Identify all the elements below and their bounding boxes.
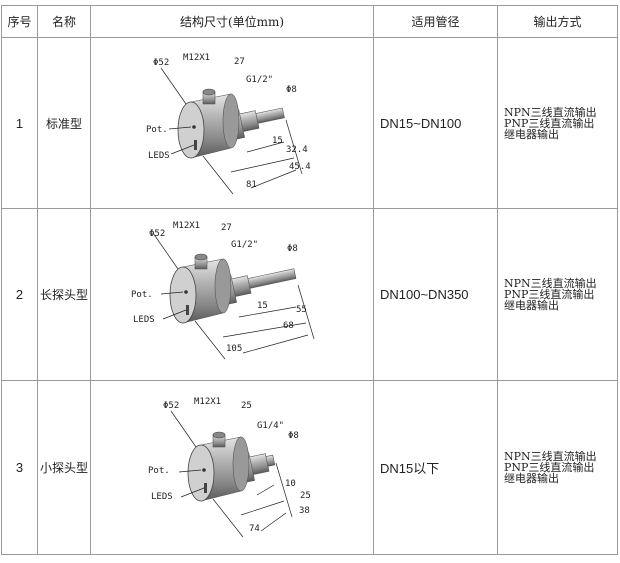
sensor-body xyxy=(177,88,285,159)
sensor-drawing: Φ52 M12X1 27 G1/2" Φ8 Pot. LEDS 15 32.4 … xyxy=(146,53,311,195)
dim-connector: M12X1 xyxy=(173,221,200,231)
dim-connector: M12X1 xyxy=(183,53,210,63)
dim-diameter: Φ52 xyxy=(153,58,169,68)
label-leds: LEDS xyxy=(133,315,155,325)
header-row: 序号 名称 结构尺寸(单位mm) 适用管径 输出方式 xyxy=(1,5,618,38)
output-npn: NPN三线直流输出 xyxy=(504,277,597,290)
pipe-size: DN15~DN100 xyxy=(373,37,498,209)
spec-table: 序号 名称 结构尺寸(单位mm) 适用管径 输出方式 1 标准型 Φ52 M12… xyxy=(1,5,618,555)
label-pot: Pot. xyxy=(131,290,153,300)
table-row: 1 标准型 Φ52 M12X1 27 G1/2" Φ8 Pot. LEDS 15… xyxy=(1,37,618,209)
label-leds: LEDS xyxy=(148,151,170,161)
dim-probe: Φ8 xyxy=(288,431,299,441)
header-name: 名称 xyxy=(37,5,91,38)
header-no: 序号 xyxy=(1,5,38,38)
output-npn: NPN三线直流输出 xyxy=(504,450,597,463)
sensor-drawing: Φ52 M12X1 25 G1/4" Φ8 Pot. LEDS 10 25 38… xyxy=(148,397,311,538)
pipe-size: DN100~DN350 xyxy=(373,208,498,381)
header-dimensions: 结构尺寸(单位mm) xyxy=(90,5,374,38)
dim-1: 15 xyxy=(272,136,283,146)
dim-probe: Φ8 xyxy=(286,85,297,95)
label-pot: Pot. xyxy=(146,125,168,135)
dim-connector: M12X1 xyxy=(194,397,221,407)
table-row: 3 小探头型 Φ52 M12X1 25 G1/4" Φ8 Pot. LEDS 1… xyxy=(1,380,618,555)
dimension-lines xyxy=(160,67,303,195)
dim-4: 81 xyxy=(246,180,257,190)
row-number: 1 xyxy=(1,37,38,209)
dim-2: 25 xyxy=(300,491,311,501)
dim-2: 32.4 xyxy=(286,145,308,155)
drawing-cell: Φ52 M12X1 25 G1/4" Φ8 Pot. LEDS 10 25 38… xyxy=(90,380,374,555)
dim-1: 15 xyxy=(257,301,268,311)
dim-1: 10 xyxy=(285,479,296,489)
dim-2: 55 xyxy=(296,305,307,315)
output-relay: 继电器输出 xyxy=(504,299,559,312)
dim-4: 74 xyxy=(249,524,260,534)
output-pnp: PNP三线直流输出 xyxy=(504,288,595,301)
output-pnp: PNP三线直流输出 xyxy=(504,116,595,130)
dim-diameter: Φ52 xyxy=(163,401,179,411)
drawing-cell: Φ52 M12X1 27 G1/2" Φ8 Pot. LEDS 15 55 68… xyxy=(90,208,374,381)
sensor-drawing: Φ52 M12X1 27 G1/2" Φ8 Pot. LEDS 15 55 68… xyxy=(131,221,315,360)
dim-wrench: 27 xyxy=(221,223,232,233)
dim-wrench: 27 xyxy=(234,57,245,67)
dim-thread: G1/4" xyxy=(257,421,284,431)
label-pot: Pot. xyxy=(148,466,170,476)
label-leds: LEDS xyxy=(151,492,173,502)
output-npn: NPN三线直流输出 xyxy=(504,105,597,119)
row-number: 2 xyxy=(1,208,38,381)
dimension-lines xyxy=(152,232,315,360)
output-pnp: PNP三线直流输出 xyxy=(504,461,595,474)
dim-3: 45.4 xyxy=(289,162,311,172)
dim-3: 68 xyxy=(283,321,294,331)
dimension-lines xyxy=(170,410,293,538)
header-output: 输出方式 xyxy=(497,5,618,38)
dim-probe: Φ8 xyxy=(287,244,298,254)
table-row: 2 长探头型 Φ52 M12X1 27 G1/2" Φ8 Pot. LEDS 1… xyxy=(1,208,618,381)
sensor-body xyxy=(169,253,297,324)
dim-thread: G1/2" xyxy=(231,240,258,250)
header-pipe: 适用管径 xyxy=(373,5,498,38)
dim-diameter: Φ52 xyxy=(149,229,165,239)
row-name: 标准型 xyxy=(37,37,91,209)
drawing-cell: Φ52 M12X1 27 G1/2" Φ8 Pot. LEDS 15 32.4 … xyxy=(90,37,374,209)
dim-3: 38 xyxy=(299,506,310,516)
dim-4: 105 xyxy=(226,344,242,354)
output-relay: 继电器输出 xyxy=(504,472,559,485)
output-relay: 继电器输出 xyxy=(504,127,559,141)
sensor-body xyxy=(187,431,276,502)
row-number: 3 xyxy=(1,380,38,555)
row-name: 长探头型 xyxy=(37,208,91,381)
dim-wrench: 25 xyxy=(241,401,252,411)
dim-thread: G1/2" xyxy=(246,75,273,85)
row-name: 小探头型 xyxy=(37,380,91,555)
pipe-size: DN15以下 xyxy=(373,380,498,555)
